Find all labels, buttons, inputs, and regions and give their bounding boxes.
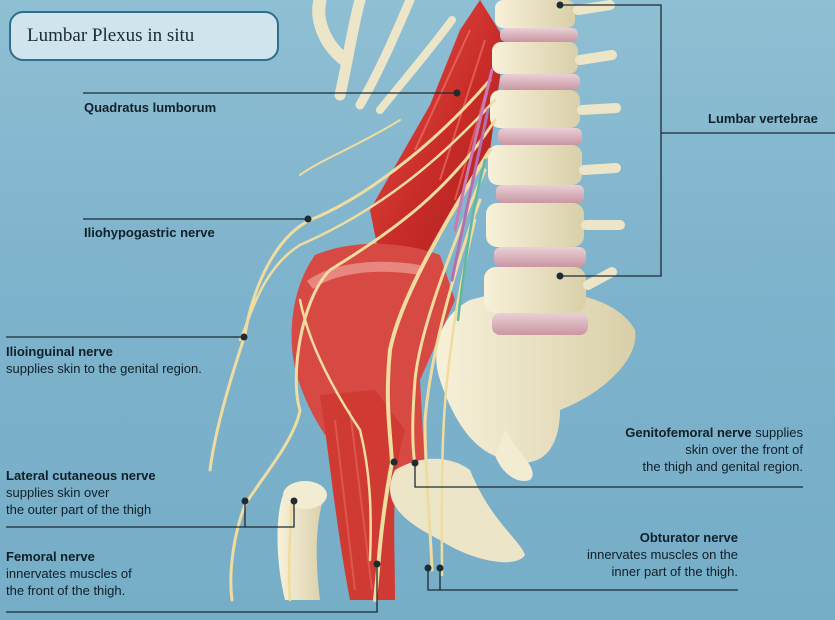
leader-markers	[240, 1, 564, 572]
label-genitofemoral-nerve: Genitofemoral nerve supplies skin over t…	[570, 424, 803, 475]
label-description-1: innervates muscles of	[6, 566, 132, 581]
label-description-1: supplies skin over	[6, 485, 110, 500]
label-name: Genitofemoral nerve	[625, 425, 752, 440]
rib-bones	[312, 0, 456, 114]
lumbar-vertebrae	[484, 0, 625, 335]
leader-lines	[6, 4, 835, 613]
label-name: Femoral nerve	[6, 549, 95, 564]
label-description-3: the thigh and genital region.	[642, 459, 803, 474]
label-name: Iliohypogastric nerve	[84, 225, 215, 240]
label-obturator-nerve: Obturator nerve innervates muscles on th…	[540, 529, 738, 580]
label-iliohypogastric-nerve: Iliohypogastric nerve	[84, 224, 215, 241]
thigh-muscle	[320, 390, 405, 600]
label-femoral-nerve: Femoral nerve innervates muscles of the …	[6, 548, 132, 599]
label-description-2: inner part of the thigh.	[611, 564, 738, 579]
label-description-2: skin over the front of	[685, 442, 803, 457]
label-name: Quadratus lumborum	[84, 100, 217, 115]
label-name: Obturator nerve	[639, 530, 738, 545]
femur-bone	[277, 481, 327, 600]
pelvis-bone	[390, 291, 636, 563]
label-description-1: supplies	[755, 425, 803, 440]
label-lateral-cutaneous-nerve: Lateral cutaneous nerve supplies skin ov…	[6, 467, 156, 518]
plexus-roots	[450, 68, 494, 322]
label-description-2: the front of the thigh.	[6, 583, 126, 598]
label-name: Lateral cutaneous nerve	[6, 468, 156, 483]
label-lumbar-vertebrae: Lumbar vertebrae	[708, 110, 818, 127]
label-description-1: innervates muscles on the	[586, 547, 738, 562]
label-name: Lumbar vertebrae	[708, 111, 818, 126]
label-name: Ilioinguinal nerve	[6, 344, 113, 359]
label-description-2: the outer part of the thigh	[6, 502, 152, 517]
label-ilioinguinal-nerve: Ilioinguinal nerve supplies skin to the …	[6, 343, 202, 377]
label-description: supplies skin to the genital region.	[6, 361, 202, 376]
label-quadratus-lumborum: Quadratus lumborum	[84, 99, 216, 116]
lumbar-plexus-nerves	[208, 78, 497, 602]
diagram-title: Lumbar Plexus in situ	[9, 11, 279, 61]
